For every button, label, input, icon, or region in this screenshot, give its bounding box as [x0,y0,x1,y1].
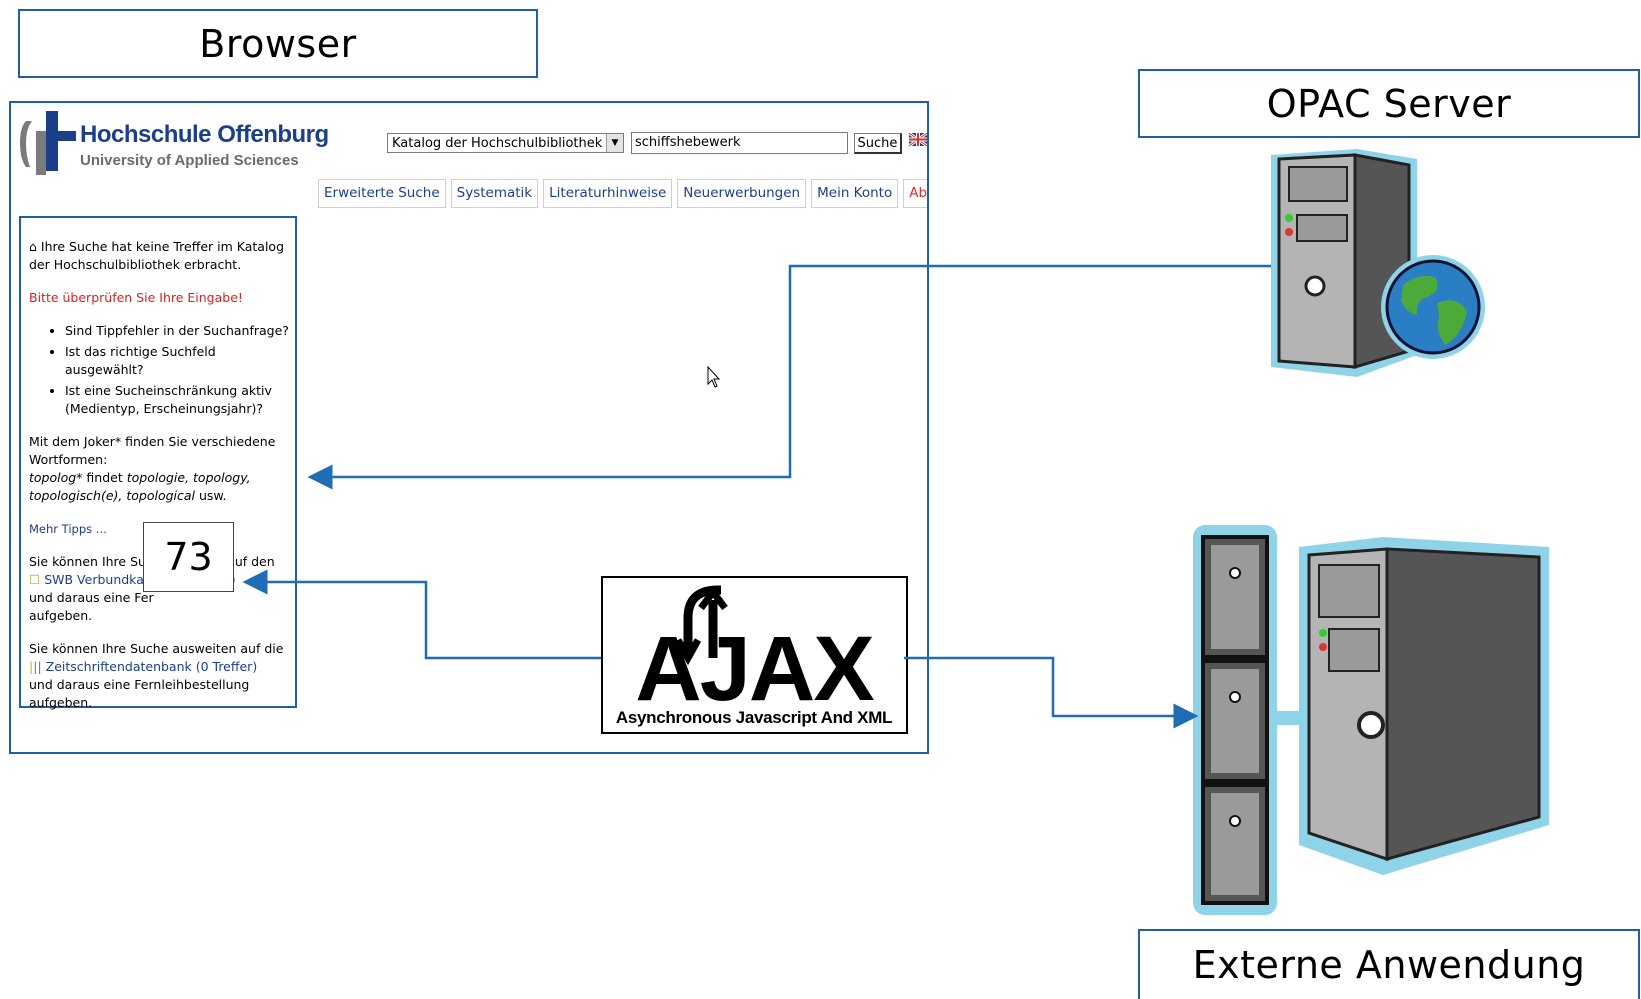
tab-logout[interactable]: Abmelden [903,179,927,208]
tab-my-account[interactable]: Mein Konto [811,179,899,208]
joker-intro: Mit dem Joker* finden Sie verschiedene W… [29,434,276,467]
hit-count-box: 73 [143,522,234,592]
ajax-to-external-arrow [904,656,1199,729]
tab-new-acquisitions[interactable]: Neuerwerbungen [677,179,807,208]
joker-example: topolog* [29,470,83,485]
result-panel: ⌂ Ihre Suche hat keine Treffer im Katalo… [19,216,297,710]
more-tips-link[interactable]: Mehr Tipps ... [29,522,107,536]
opac-to-browser-arrow [307,264,1271,490]
home-icon: ⌂ [29,239,37,254]
search-input[interactable]: schiffshebewerk [631,132,848,154]
no-hits-message: ⌂ Ihre Suche hat keine Treffer im Katalo… [29,238,289,274]
swb-after: aufgeben. [29,608,93,623]
joker-example: usw. [195,488,227,503]
tab-systematik[interactable]: Systematik [450,179,539,208]
tab-extended-search[interactable]: Erweiterte Suche [318,179,446,208]
browser-label: Browser [18,9,538,78]
zdb-link[interactable]: Zeitschriftendatenbank (0 Treffer) [45,659,258,674]
external-app-server-icon [1193,525,1549,915]
mouse-cursor-icon [707,366,721,388]
check-input-warning: Bitte überprüfen Sie Ihre Eingabe! [29,290,243,305]
tab-literature[interactable]: Literaturhinweise [543,179,673,208]
ajax-subtitle: Asynchronous Javascript And XML [615,708,893,727]
main-nav: Erweiterte Suche Systematik Literaturhin… [318,179,927,208]
catalog-icon: ☐ [29,572,41,587]
ajax-logo-text: AJAX [635,618,874,708]
ajax-logo: AJAX Asynchronous Javascript And XML [601,576,908,734]
zdb-hint: Sie können Ihre Suche ausweiten auf die … [29,640,289,712]
catalog-select-value: Katalog der Hochschulbibliothek [392,136,603,151]
uk-flag-icon[interactable] [909,133,927,146]
joker-example: findet [82,470,127,485]
joker-hint: Mit dem Joker* finden Sie verschiedene W… [29,433,289,505]
list-item: Ist eine Sucheinschränkung aktiv (Medien… [65,382,289,418]
list-item: Sind Tippfehler in der Suchanfrage? [65,322,289,340]
opac-server-icon [1271,149,1485,377]
swb-intro-end: uf den [234,554,275,569]
opac-server-label: OPAC Server [1138,69,1640,138]
logo-title: Hochschule Offenburg [80,121,329,148]
logo-subtitle: University of Applied Sciences [80,152,299,169]
joker-example: topologie, topology, topologisch(e), top… [29,470,251,503]
chevron-down-icon[interactable]: ▼ [606,134,623,152]
zdb-intro: Sie können Ihre Suche ausweiten auf die [29,641,284,656]
zdb-after: und daraus eine Fernleihbestellung aufge… [29,677,250,710]
external-app-label: Externe Anwendung [1138,929,1640,999]
swb-intro: Sie können Ihre Suc [29,554,153,569]
tips-list: Sind Tippfehler in der Suchanfrage? Ist … [29,322,289,418]
ajax-to-count-arrow [242,569,601,660]
bars-icon: ||| [29,659,42,674]
list-item: Ist das richtige Suchfeld ausgewählt? [65,343,289,379]
search-button[interactable]: Suche [854,133,902,154]
university-logo-icon [20,111,76,175]
swb-after: und daraus eine Fer [29,590,154,605]
swb-link[interactable]: SWB Verbundkat [44,572,149,587]
ajax-logo-icon: AJAX [635,585,876,720]
no-hits-text: Ihre Suche hat keine Treffer im Katalog … [29,239,285,272]
catalog-select[interactable]: Katalog der Hochschulbibliothek ▼ [387,133,624,153]
